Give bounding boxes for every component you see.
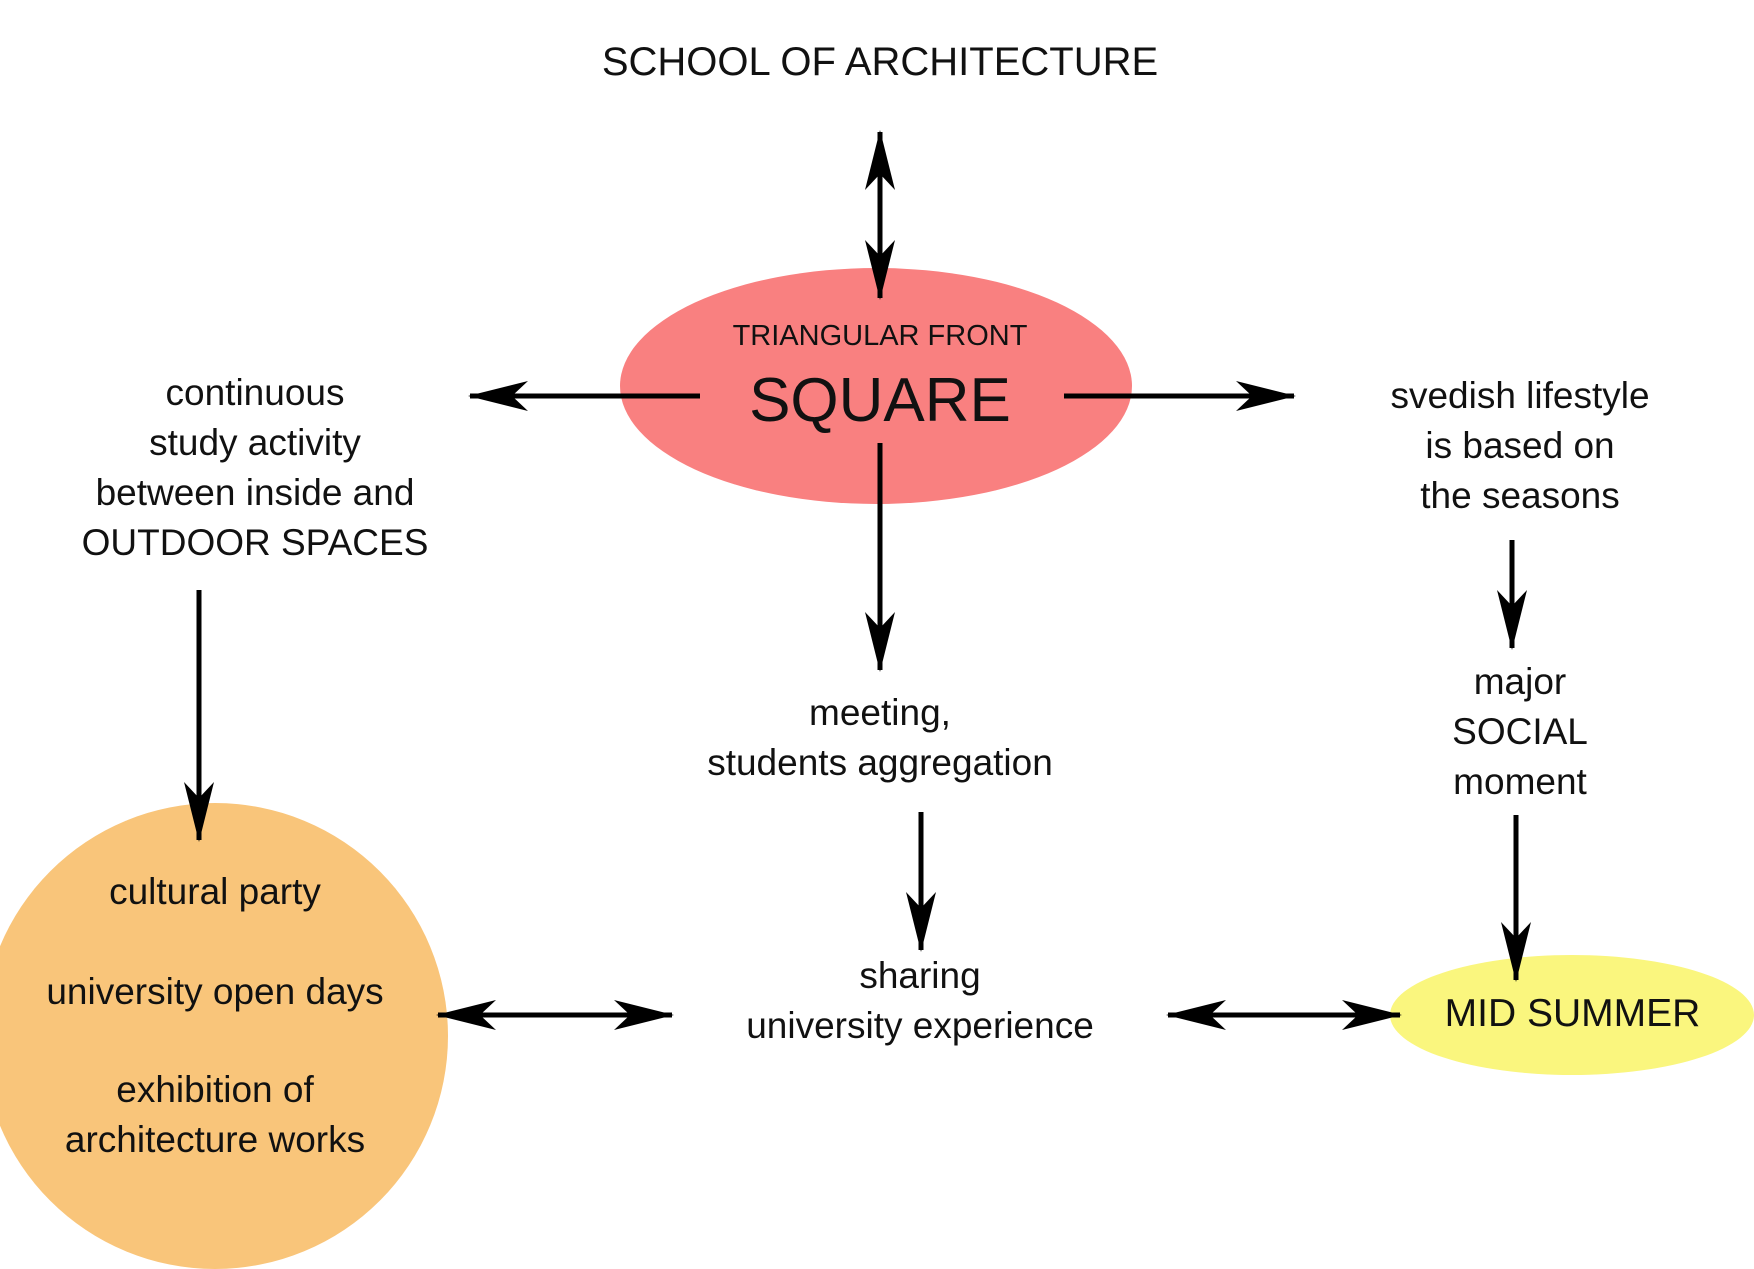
events-circle [0, 803, 448, 1269]
concept-diagram: SCHOOL OF ARCHITECTURE TRIANGULAR FRONT … [0, 40, 1754, 1269]
left-node-text: continuous study activity between inside… [40, 368, 470, 568]
right-node-line-2: is based on [1425, 425, 1615, 466]
sharing-text: sharing university experience [680, 951, 1160, 1051]
sharing-line-2: university experience [746, 1005, 1094, 1046]
meeting-text: meeting, students aggregation [640, 688, 1120, 788]
left-node-line-3: between inside and [95, 472, 415, 513]
square-title: SQUARE [749, 366, 1011, 435]
midsummer-label: MID SUMMER [1444, 992, 1701, 1035]
square-ellipse [620, 268, 1132, 504]
midsummer-ellipse [1390, 955, 1754, 1075]
left-node-line-2: study activity [149, 422, 361, 463]
left-node-line-1: continuous [165, 372, 345, 413]
events-item-exhibition: exhibition of architecture works [0, 1065, 430, 1165]
meeting-line-2: students aggregation [707, 742, 1053, 783]
right-node-text: svedish lifestyle is based on the season… [1320, 371, 1720, 521]
social-line-3: moment [1453, 761, 1587, 802]
left-node-line-4: OUTDOOR SPACES [81, 522, 429, 563]
right-node-line-3: the seasons [1420, 475, 1620, 516]
right-node-line-1: svedish lifestyle [1390, 375, 1650, 416]
arrows-layer [184, 130, 1531, 1030]
events-item-open-days: university open days [46, 971, 384, 1012]
social-line-2: SOCIAL [1452, 711, 1588, 752]
square-subtitle: TRIANGULAR FRONT [732, 320, 1028, 352]
sharing-line-1: sharing [859, 955, 981, 996]
events-item-cultural-party: cultural party [109, 871, 321, 912]
social-line-1: major [1473, 661, 1567, 702]
school-of-architecture-label: SCHOOL OF ARCHITECTURE [601, 40, 1159, 84]
social-text: major SOCIAL moment [1360, 657, 1680, 807]
events-exhibition-line-2: architecture works [64, 1119, 366, 1160]
events-exhibition-line-1: exhibition of [116, 1069, 314, 1110]
meeting-line-1: meeting, [809, 692, 951, 733]
